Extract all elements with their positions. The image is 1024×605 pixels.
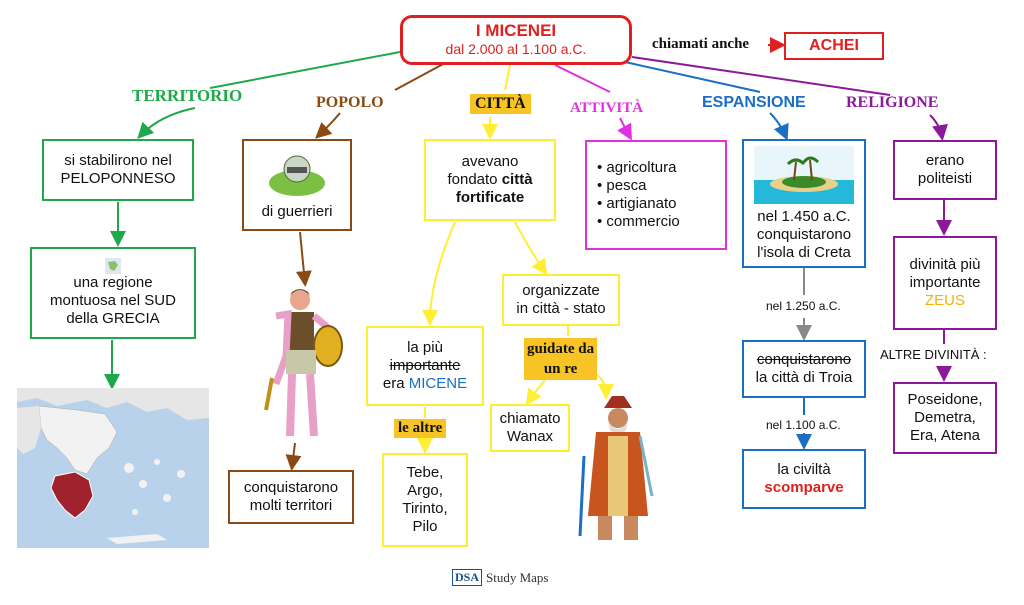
espansione-box-3-line-1: la civiltà	[777, 461, 831, 478]
popolo-box-2-line-2: molti territori	[249, 497, 333, 514]
religione-box-3-line-3: Era, Atena	[909, 427, 981, 444]
territorio-box-1: si stabilirono nel PELOPONNESO	[42, 139, 194, 201]
citta-others-box: Tebe, Argo, Tirinto, Pilo	[382, 453, 468, 547]
map-thumbnail-icon	[105, 258, 121, 274]
espansione-box-2: conquistarono la città di Troia	[742, 340, 866, 398]
le-altre-label: le altre	[394, 419, 447, 438]
espansione-box-2-line-2: la città di Troia	[755, 369, 853, 386]
title-box: I MICENEI dal 2.000 al 1.100 a.C.	[400, 15, 632, 65]
citta-left-line-1: la più	[407, 339, 443, 356]
header-espansione: ESPANSIONE	[702, 94, 806, 111]
citta-box-1-line-3: fortificate	[455, 189, 525, 206]
popolo-box-2: conquistarono molti territori	[228, 470, 354, 524]
footer-text: Study Maps	[486, 569, 549, 585]
wanax-box: chiamato Wanax	[490, 404, 570, 452]
date-1250: nel 1.250 a.C.	[766, 299, 841, 313]
other-city-4: Pilo	[412, 518, 438, 535]
citta-left-line-2: importante	[389, 357, 461, 374]
citta-box-1-line-1: avevano	[461, 153, 519, 170]
territorio-box-2: una regione montuosa nel SUD della GRECI…	[30, 247, 196, 339]
other-city-2: Argo,	[407, 482, 443, 499]
religione-box-3: Poseidone, Demetra, Era, Atena	[893, 382, 997, 454]
header-attivita: ATTIVITÀ	[570, 100, 644, 116]
religione-box-3-line-1: Poseidone,	[907, 391, 983, 408]
religione-box-2-line-1: divinità più	[909, 256, 981, 273]
religione-box-2-line-2: importante	[909, 274, 981, 291]
citta-box-1: avevano fondato città fortificate	[424, 139, 556, 221]
activity-item: commercio	[597, 213, 679, 231]
dsa-logo: DSA	[452, 569, 483, 586]
popolo-box-1-label: di guerrieri	[261, 203, 333, 220]
espansione-box-1-line-1: nel 1.450 a.C.	[757, 208, 851, 225]
guidate-line-1: guidate da	[527, 341, 595, 357]
religione-box-1: erano politeisti	[893, 140, 997, 200]
warrior-helmet-icon	[269, 155, 325, 196]
guidate-line-2: un re	[543, 361, 578, 377]
territorio-box-1-line-2: PELOPONNESO	[60, 170, 176, 187]
attivita-box: agricoltura pesca artigianato commercio	[585, 140, 727, 250]
activity-item: pesca	[597, 177, 680, 195]
scomparve-label: scomparve	[764, 479, 844, 496]
header-citta: CITTÀ	[470, 94, 531, 114]
citta-right-box: organizzate in città - stato	[502, 274, 620, 326]
espansione-box-1-line-3: l'isola di Creta	[757, 244, 851, 261]
mycenaean-king-image	[578, 396, 654, 540]
header-popolo: POPOLO	[316, 94, 384, 111]
called-label: chiamati anche	[652, 36, 750, 52]
citta-box-1-line-2a: fondato	[447, 171, 498, 188]
religione-box-1-line-2: politeisti	[917, 170, 973, 187]
territorio-box-2-line-1: una regione	[73, 274, 153, 291]
wanax-line-2: Wanax	[506, 428, 554, 445]
popolo-box-1: di guerrieri	[242, 139, 352, 231]
achei-label: ACHEI	[809, 37, 859, 54]
espansione-box-1-line-2: conquistarono	[756, 226, 852, 243]
activity-item: agricoltura	[597, 159, 680, 177]
wanax-line-1: chiamato	[499, 410, 561, 427]
popolo-box-2-line-1: conquistarono	[243, 479, 339, 496]
religione-box-3-line-2: Demetra,	[914, 409, 976, 426]
espansione-box-3: la civiltà scomparve	[742, 449, 866, 509]
title-main: I MICENEI	[475, 21, 557, 40]
territorio-box-2-line-2: montuosa nel SUD	[50, 292, 176, 309]
citta-right-line-2: in città - stato	[516, 300, 606, 317]
island-image	[754, 146, 854, 204]
territorio-box-2-line-3: della GRECIA	[66, 310, 160, 327]
title-sub: dal 2.000 al 1.100 a.C.	[445, 41, 587, 57]
religione-box-2: divinità più importante ZEUS	[893, 236, 997, 330]
citta-left-line-3a: era	[382, 375, 405, 392]
footer-logo: DSA Study Maps	[452, 569, 549, 586]
activity-item: artigianato	[597, 195, 680, 213]
espansione-box-2-line-1: conquistarono	[756, 351, 852, 368]
greek-warrior-image	[264, 289, 343, 437]
header-territorio: TERRITORIO	[132, 86, 243, 105]
micene-label: MICENE	[408, 375, 468, 392]
other-city-1: Tebe,	[406, 464, 444, 481]
guidate-label: guidate da un re	[524, 338, 598, 380]
achei-box: ACHEI	[784, 32, 884, 60]
greece-map-image	[17, 388, 209, 548]
citta-left-box: la più importante era MICENE	[366, 326, 484, 406]
zeus-label: ZEUS	[924, 292, 965, 309]
citta-right-line-1: organizzate	[522, 282, 600, 299]
other-city-3: Tirinto,	[402, 500, 448, 517]
header-religione: RELIGIONE	[846, 94, 939, 111]
espansione-box-1: nel 1.450 a.C. conquistarono l'isola di …	[742, 139, 866, 268]
date-1100: nel 1.100 a.C.	[766, 418, 841, 432]
activity-list: agricoltura pesca artigianato commercio	[591, 159, 680, 231]
religione-box-1-line-1: erano	[925, 152, 965, 169]
altre-divinita-label: ALTRE DIVINITÀ :	[880, 347, 987, 362]
territorio-box-1-line-1: si stabilirono nel	[64, 152, 172, 169]
citta-box-1-line-2b: città	[501, 171, 533, 188]
